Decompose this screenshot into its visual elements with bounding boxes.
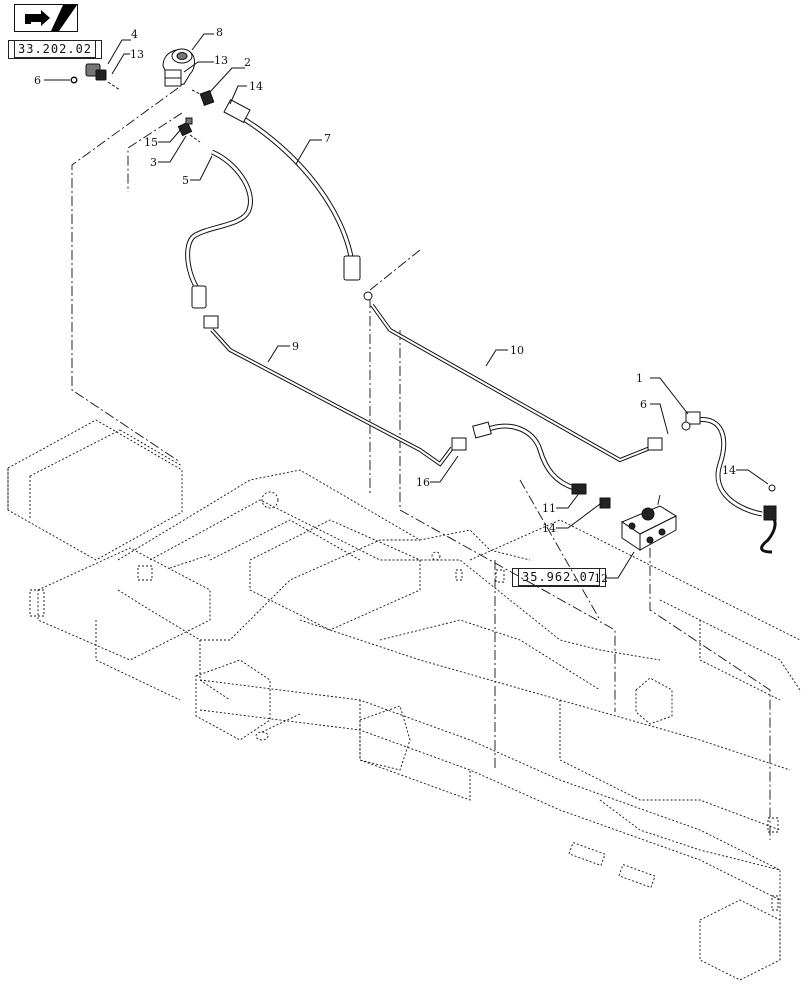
callout-14-mid: 14 — [542, 522, 556, 535]
hose-7 — [223, 98, 373, 301]
callout-2: 2 — [244, 56, 251, 69]
reference-label: 33.202.02 — [14, 40, 97, 58]
callout-4: 4 — [131, 28, 138, 41]
book-arrow-icon[interactable] — [14, 4, 78, 32]
tube-10 — [370, 303, 663, 463]
callout-1: 1 — [636, 372, 643, 385]
callout-leaders — [44, 33, 769, 579]
callout-9: 9 — [292, 340, 299, 353]
hose-16-11 — [472, 421, 611, 509]
hose-5 — [185, 149, 253, 329]
fitting-2 — [191, 89, 215, 106]
hose-1 — [681, 411, 777, 554]
callout-13-right: 13 — [214, 54, 228, 67]
fitting-4 — [70, 63, 121, 91]
leader-lines — [71, 87, 771, 840]
o-ring-6 — [71, 77, 77, 83]
valve-assembly-8 — [162, 48, 195, 87]
callout-3: 3 — [150, 156, 157, 169]
reference-box-right[interactable]: 35.962.07 — [512, 568, 607, 587]
callout-8: 8 — [216, 26, 223, 39]
callout-16: 16 — [416, 476, 430, 489]
valve-block-12 — [620, 505, 678, 551]
callout-14-right: 14 — [722, 464, 736, 477]
tube-9 — [210, 328, 467, 467]
callout-5: 5 — [182, 174, 189, 187]
callout-15: 15 — [144, 136, 158, 149]
callout-11: 11 — [542, 502, 556, 515]
fitting-15-3 — [177, 117, 201, 143]
callout-labels: 1 2 3 4 5 6 6 7 8 9 10 11 12 13 13 14 14… — [34, 26, 736, 585]
callout-12: 12 — [594, 572, 608, 585]
callout-10: 10 — [510, 344, 524, 357]
reference-box-left[interactable]: 33.202.02 — [8, 40, 103, 59]
callout-6-left: 6 — [34, 74, 41, 87]
callout-14-top: 14 — [249, 80, 263, 93]
callout-13-left: 13 — [130, 48, 144, 61]
vehicle-frame — [7, 419, 801, 981]
callout-7: 7 — [324, 132, 331, 145]
reference-label: 35.962.07 — [518, 568, 601, 586]
callout-6-right: 6 — [640, 398, 647, 411]
